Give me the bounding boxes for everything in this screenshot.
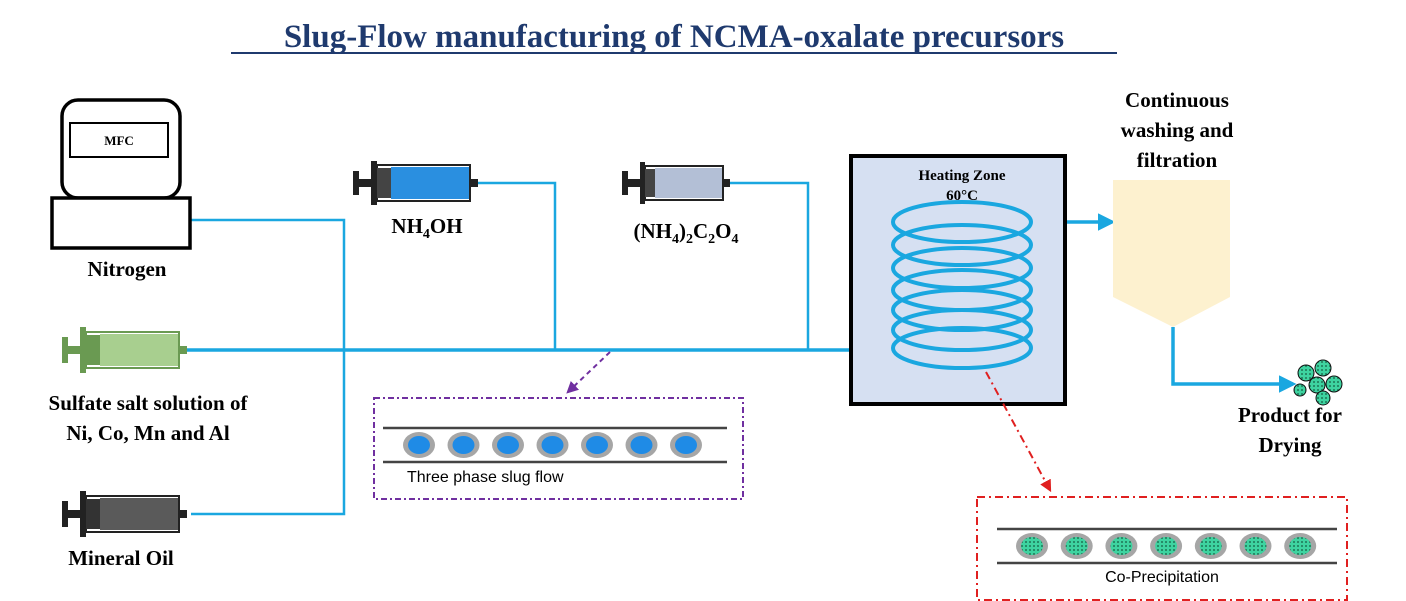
coprecipitation-caption: Co-Precipitation (1105, 569, 1219, 586)
slug-blue (586, 436, 608, 454)
slug-green (1110, 537, 1133, 555)
slug-green (1244, 537, 1267, 555)
heating-coil-icon (891, 200, 1033, 370)
coprecipitation-inset: Co-Precipitation (976, 496, 1348, 601)
product-label-line1: Product for (1238, 403, 1342, 427)
nitrogen-label: Nitrogen (88, 257, 167, 281)
slug-green (1199, 537, 1222, 555)
slug-blue (497, 436, 519, 454)
oil-syringe-icon (62, 491, 187, 537)
slug-blue (452, 436, 475, 454)
nh4oh-label: NH4OH (391, 214, 462, 242)
product-particles-icon (1293, 359, 1343, 406)
nh4oh-syringe-icon (353, 161, 478, 205)
washing-label-line3: filtration (1137, 148, 1218, 172)
heating-zone-label: Heating Zone (918, 168, 1005, 184)
nitrogen-line (191, 218, 346, 516)
slug-flow-caption: Three phase slug flow (407, 469, 564, 486)
heating-zone-temperature: 60°C (946, 188, 978, 204)
heating-zone-box (849, 154, 1067, 406)
washing-label-line1: Continuous (1125, 88, 1229, 112)
slug-blue (675, 436, 697, 454)
slug-flow-callout-arrow (566, 351, 611, 394)
oxalate-label: (NH4)2C2O4 (633, 219, 738, 247)
sulfate-syringe-icon (62, 327, 187, 373)
washing-label-line2: washing and (1121, 118, 1234, 142)
oxalate-line (727, 181, 810, 350)
slug-blue (630, 436, 653, 454)
nh4oh-line (474, 181, 557, 350)
mfc-label: MFC (104, 133, 134, 148)
slug-flow-inset: Three phase slug flow (373, 397, 744, 500)
slug-blue-group (403, 432, 702, 458)
mineral-oil-label: Mineral Oil (68, 546, 174, 570)
sulfate-label-line2: Ni, Co, Mn and Al (66, 421, 230, 445)
slug-green (1065, 537, 1088, 555)
product-label-line2: Drying (1259, 433, 1323, 457)
coprecipitation-callout-arrow (985, 371, 1052, 493)
slug-blue (408, 436, 430, 454)
sulfate-label-line1: Sulfate salt solution of (49, 391, 249, 415)
slug-green (1155, 537, 1178, 555)
oxalate-syringe-icon (622, 162, 730, 204)
filter-funnel-icon (1113, 180, 1230, 327)
product-line (1171, 327, 1297, 393)
page-title: Slug-Flow manufacturing of NCMA-oxalate … (284, 19, 1064, 55)
slug-green-group (1016, 533, 1317, 559)
slug-green (1021, 537, 1043, 555)
mfc-monitor-icon: MFC (50, 98, 192, 250)
slug-green (1289, 537, 1312, 555)
slug-blue (541, 436, 564, 454)
